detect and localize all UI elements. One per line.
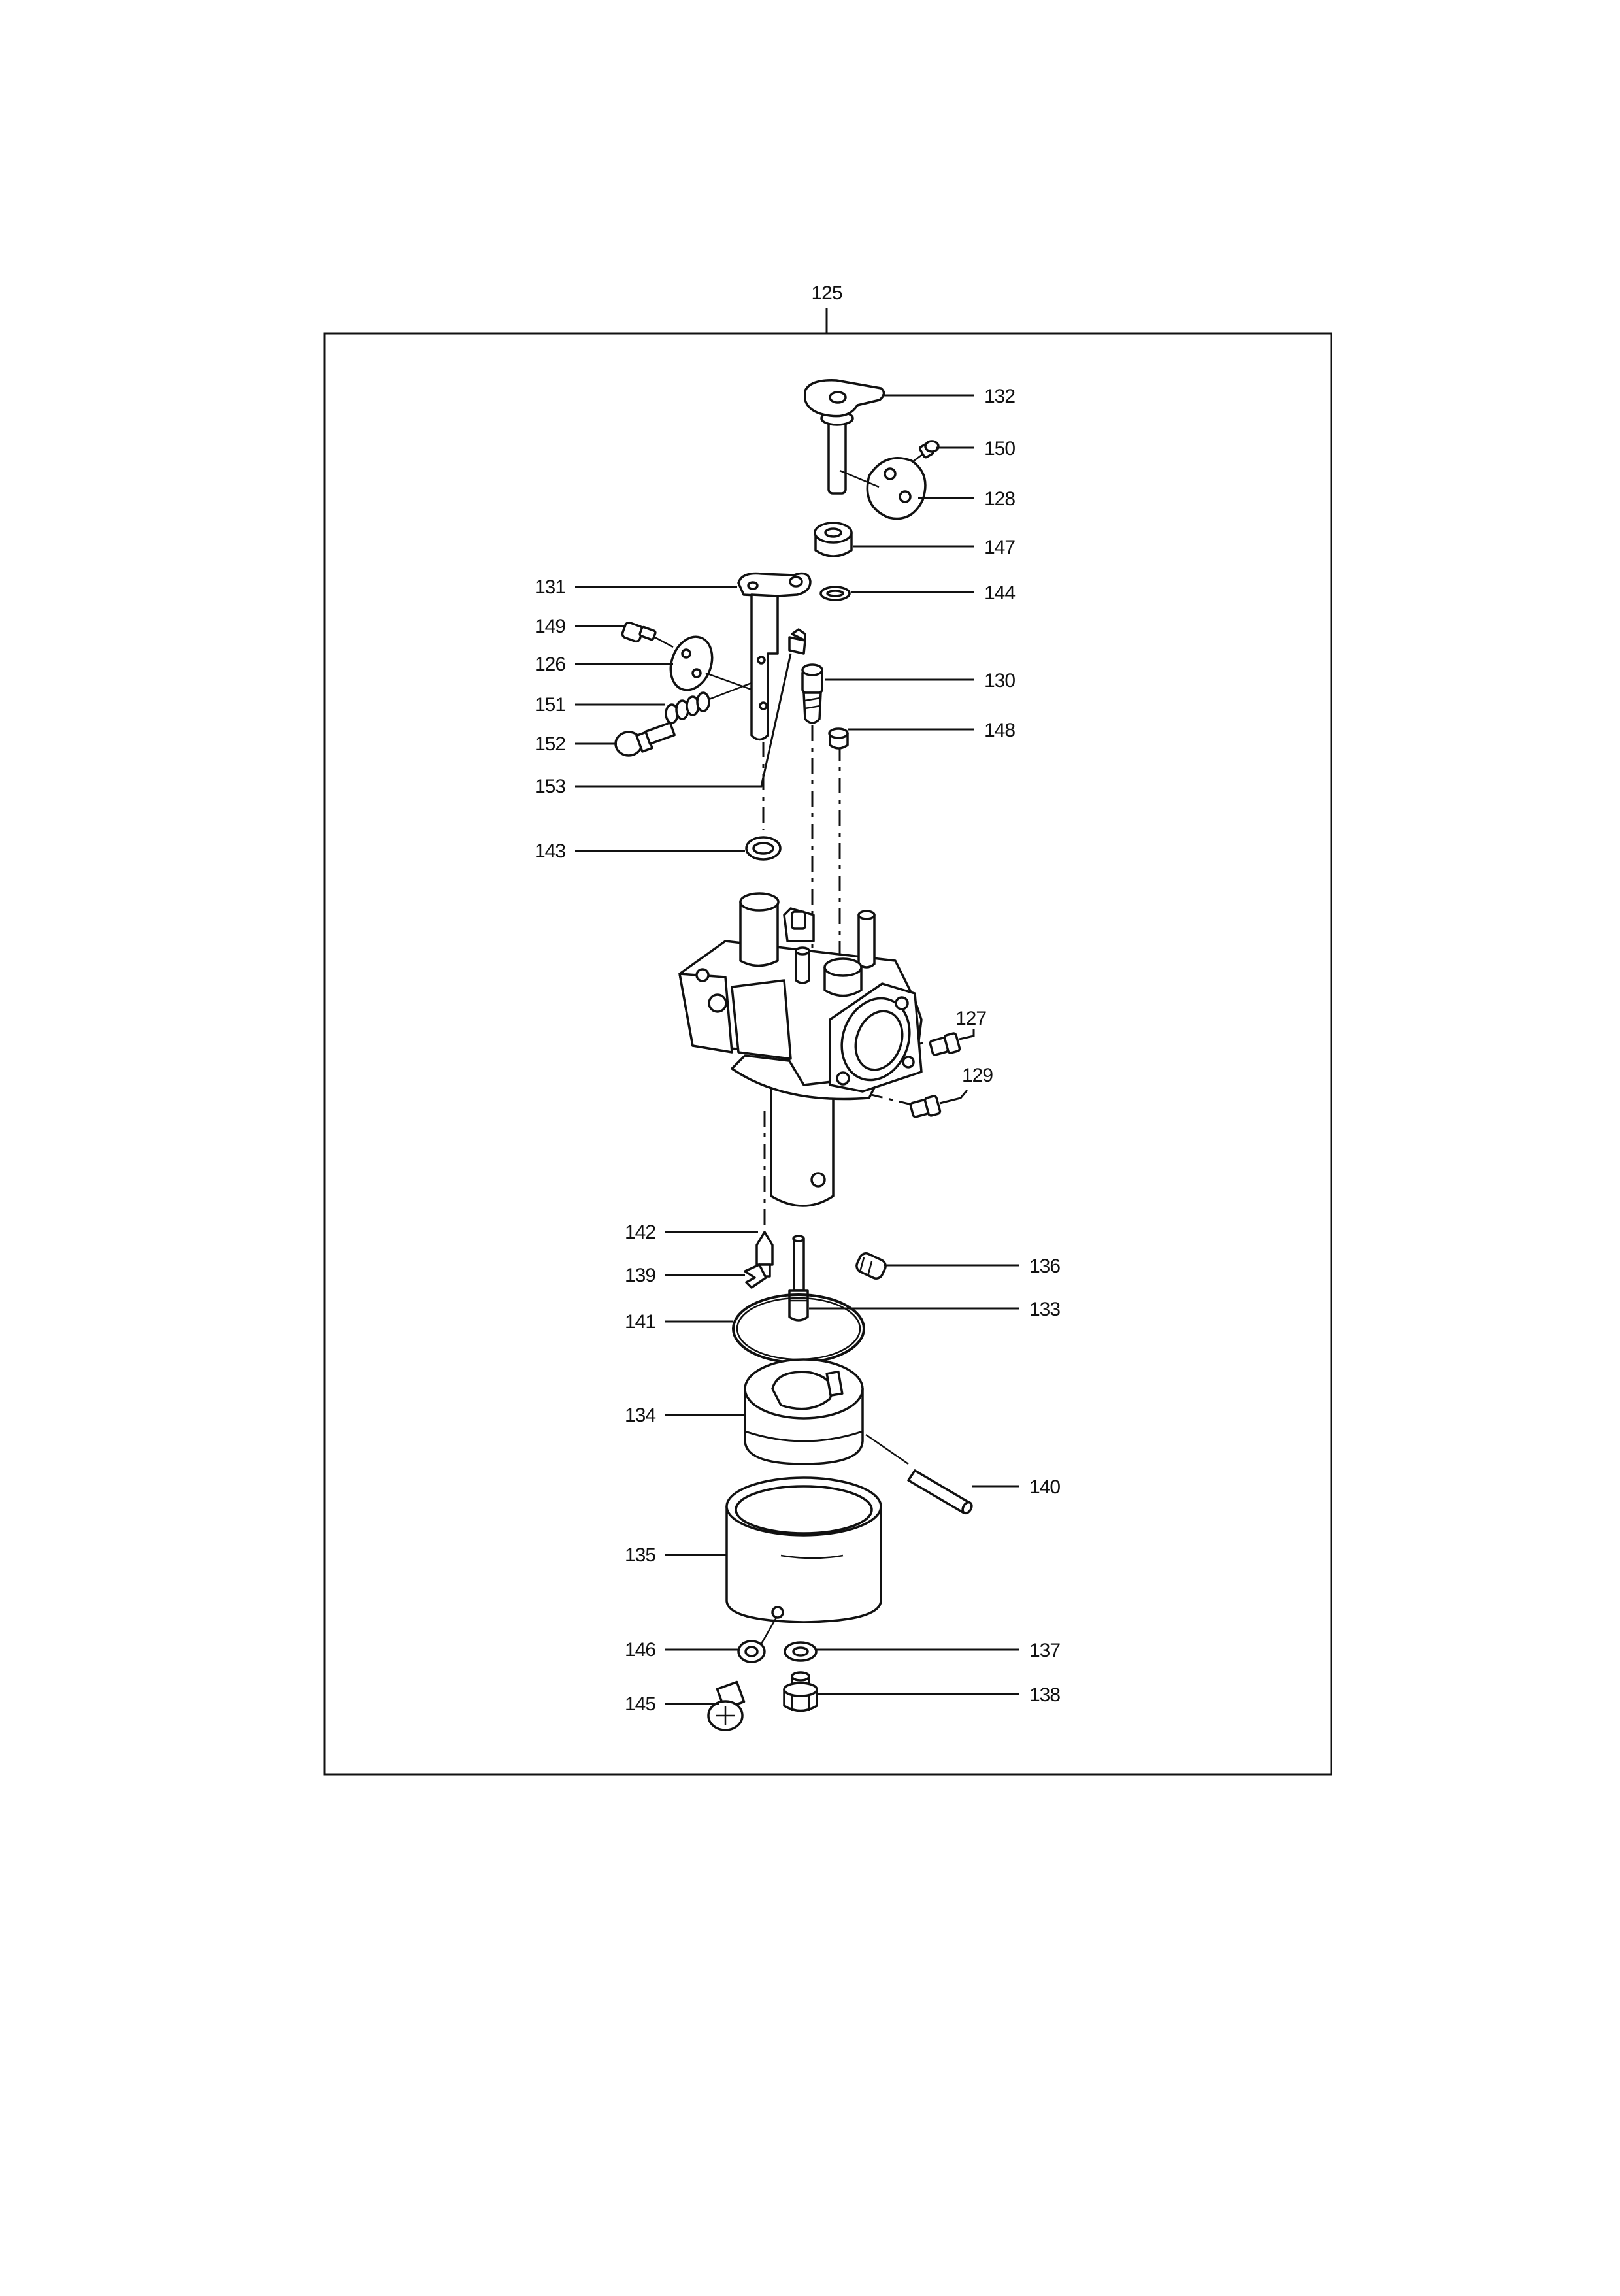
part-127-screw[interactable]: [929, 1032, 961, 1056]
leader-153: [575, 653, 792, 788]
axis-140: [865, 1433, 909, 1465]
part-136-main-jet[interactable]: [855, 1252, 888, 1281]
part-146-washer[interactable]: [737, 1640, 766, 1663]
assembly-number-label[interactable]: 125: [811, 282, 842, 304]
part-137-washer[interactable]: [784, 1641, 818, 1662]
axis-146: [760, 1617, 778, 1644]
label-142[interactable]: 142: [625, 1222, 656, 1243]
label-136[interactable]: 136: [1029, 1256, 1061, 1277]
part-131-throttle-shaft[interactable]: [737, 572, 812, 741]
label-131[interactable]: 131: [535, 576, 566, 598]
leader-129: [939, 1090, 968, 1105]
label-135[interactable]: 135: [625, 1544, 656, 1566]
label-133[interactable]: 133: [1029, 1299, 1061, 1320]
part-138-drain-bolt[interactable]: [783, 1671, 818, 1712]
axis-151: [708, 682, 752, 701]
leader-127: [959, 1029, 975, 1040]
label-141[interactable]: 141: [625, 1311, 656, 1333]
part-126-throttle-plate[interactable]: [663, 631, 719, 695]
part-130-pilot-screw[interactable]: [801, 663, 823, 724]
label-148[interactable]: 148: [984, 720, 1016, 741]
label-128[interactable]: 128: [984, 488, 1016, 510]
part-148-cap[interactable]: [828, 727, 849, 750]
part-134-float[interactable]: [744, 1358, 864, 1465]
part-132-choke-shaft[interactable]: [804, 379, 885, 495]
part-147-seal[interactable]: [814, 522, 853, 557]
label-137[interactable]: 137: [1029, 1640, 1061, 1661]
part-133-nozzle[interactable]: [788, 1235, 809, 1322]
label-132[interactable]: 132: [984, 386, 1016, 407]
part-152-screw[interactable]: [614, 722, 676, 757]
label-143[interactable]: 143: [535, 840, 566, 862]
part-144-o-ring[interactable]: [819, 586, 851, 601]
label-151[interactable]: 151: [535, 694, 566, 716]
part-150-screw[interactable]: [918, 440, 940, 459]
label-127[interactable]: 127: [955, 1008, 987, 1029]
axis-149: [654, 636, 674, 648]
label-134[interactable]: 134: [625, 1405, 656, 1426]
label-144[interactable]: 144: [984, 582, 1016, 604]
label-140[interactable]: 140: [1029, 1476, 1061, 1498]
label-130[interactable]: 130: [984, 670, 1016, 691]
part-129-screw[interactable]: [909, 1095, 942, 1118]
part-143-o-ring[interactable]: [745, 836, 782, 861]
label-129[interactable]: 129: [962, 1065, 993, 1086]
label-150[interactable]: 150: [984, 438, 1016, 459]
part-153-clip[interactable]: [788, 628, 806, 655]
part-149-screw[interactable]: [621, 621, 657, 643]
part-135-float-bowl[interactable]: [725, 1476, 882, 1623]
label-145[interactable]: 145: [625, 1693, 656, 1715]
part-128-choke-plate[interactable]: [866, 457, 927, 520]
label-146[interactable]: 146: [625, 1639, 656, 1661]
label-152[interactable]: 152: [535, 733, 566, 755]
assembly-frame: [323, 332, 1332, 1776]
axis-128: [839, 469, 880, 488]
part-151-spring[interactable]: [665, 691, 710, 724]
axis-126: [705, 672, 752, 691]
part-140-float-pin[interactable]: [907, 1469, 974, 1515]
label-126[interactable]: 126: [535, 654, 566, 675]
label-153[interactable]: 153: [535, 776, 566, 797]
label-139[interactable]: 139: [625, 1265, 656, 1286]
carburetor-body[interactable]: [678, 892, 923, 1207]
part-145-bowl-screw[interactable]: [707, 1680, 746, 1731]
part-139-clip[interactable]: [744, 1263, 767, 1289]
label-138[interactable]: 138: [1029, 1684, 1061, 1706]
label-147[interactable]: 147: [984, 537, 1016, 558]
label-149[interactable]: 149: [535, 616, 566, 637]
